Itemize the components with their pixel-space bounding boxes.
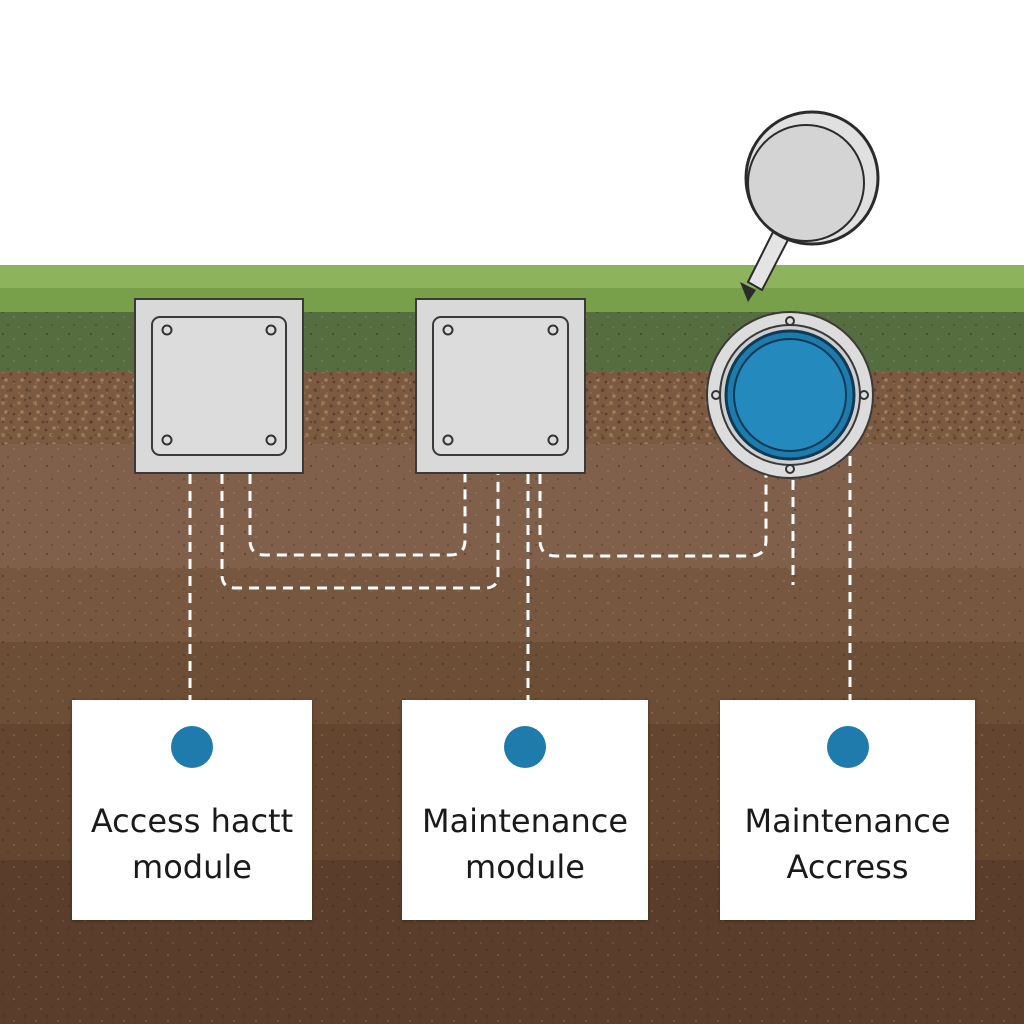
module-dot-icon bbox=[171, 726, 213, 768]
connector-hatch-to-module-outer bbox=[220, 474, 500, 590]
connector-module-to-access bbox=[538, 474, 768, 558]
grass-layer bbox=[0, 265, 1024, 288]
screw-icon bbox=[161, 324, 173, 336]
label-access-hatch: Access hactt module bbox=[90, 802, 294, 886]
label-maintenance-module: Maintenance module bbox=[421, 802, 629, 886]
magnifier-icon bbox=[740, 110, 880, 302]
maintenance-hatch-cover bbox=[415, 298, 586, 474]
connection-lines bbox=[188, 456, 852, 700]
label-card-access-hatch: Access hactt module bbox=[72, 700, 312, 920]
label-maintenance-access: Maintenance Accress bbox=[744, 802, 951, 886]
access-hatch-cover bbox=[134, 298, 304, 474]
screw-icon bbox=[265, 324, 277, 336]
label-card-maintenance-module: Maintenance module bbox=[402, 700, 648, 920]
screw-icon bbox=[785, 316, 795, 326]
screw-icon bbox=[859, 390, 869, 400]
screw-icon bbox=[785, 464, 795, 474]
label-card-maintenance-access: Maintenance Accress bbox=[720, 700, 975, 920]
round-access-cover bbox=[706, 311, 874, 479]
screw-icon bbox=[711, 390, 721, 400]
screw-icon bbox=[547, 324, 559, 336]
module-dot-icon bbox=[504, 726, 546, 768]
screw-icon bbox=[161, 434, 173, 446]
screw-icon bbox=[265, 434, 277, 446]
screw-icon bbox=[442, 434, 454, 446]
screw-icon bbox=[547, 434, 559, 446]
module-dot-icon bbox=[826, 726, 869, 768]
connector-hatch-to-module-inner bbox=[248, 474, 467, 557]
screw-icon bbox=[442, 324, 454, 336]
